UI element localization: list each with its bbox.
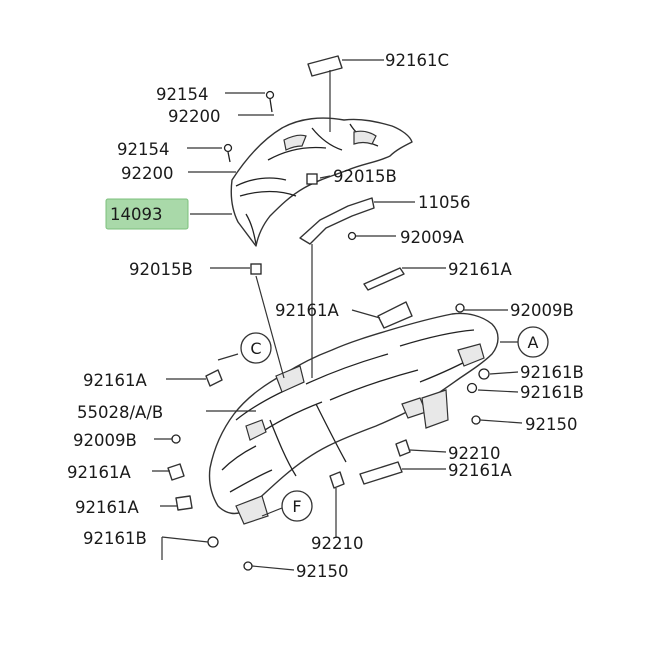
- highlight-box: [105, 198, 189, 230]
- rear-fender-body: [208, 312, 499, 525]
- label-92161c: 92161C: [385, 51, 449, 70]
- label-92161b-a: 92161B: [520, 363, 584, 382]
- label-92161a-b: 92161A: [275, 301, 339, 320]
- label-92161a-f: 92161A: [75, 498, 139, 517]
- small-parts: [167, 55, 490, 571]
- label-92154-b: 92154: [117, 140, 170, 159]
- ref-circle-f: F: [292, 497, 301, 516]
- label-92009b-a: 92009B: [510, 301, 574, 320]
- upper-rear-cover: [230, 117, 413, 247]
- label-92161a-e: 92161A: [67, 463, 131, 482]
- ref-circle-c: C: [250, 339, 261, 358]
- label-92015b-b: 92015B: [129, 260, 193, 279]
- ref-circle-a: A: [528, 333, 539, 352]
- label-92150-b: 92150: [296, 562, 349, 581]
- label-92009b-b: 92009B: [73, 431, 137, 450]
- label-92200-b: 92200: [121, 164, 174, 183]
- part-labels: 92161C 92154 92200 92154 92200 92015B 14…: [67, 51, 584, 581]
- label-92210-a: 92210: [448, 444, 501, 463]
- leader-lines: [152, 59, 523, 571]
- label-92015b-a: 92015B: [333, 167, 397, 186]
- label-92150-a: 92150: [525, 415, 578, 434]
- label-92161a-a: 92161A: [448, 260, 512, 279]
- label-92161a-c: 92161A: [83, 371, 147, 390]
- label-92154-a: 92154: [156, 85, 209, 104]
- reference-markers: C A F: [217, 326, 549, 522]
- label-92200-a: 92200: [168, 107, 221, 126]
- label-92009a: 92009A: [400, 228, 464, 247]
- label-11056: 11056: [418, 193, 471, 212]
- label-92161b-c: 92161B: [83, 529, 147, 548]
- label-92161b-b: 92161B: [520, 383, 584, 402]
- label-55028: 55028/A/B: [77, 403, 163, 422]
- label-92210-b: 92210: [311, 534, 364, 553]
- label-92161a-d: 92161A: [448, 461, 512, 480]
- label-14093: 14093: [110, 205, 163, 224]
